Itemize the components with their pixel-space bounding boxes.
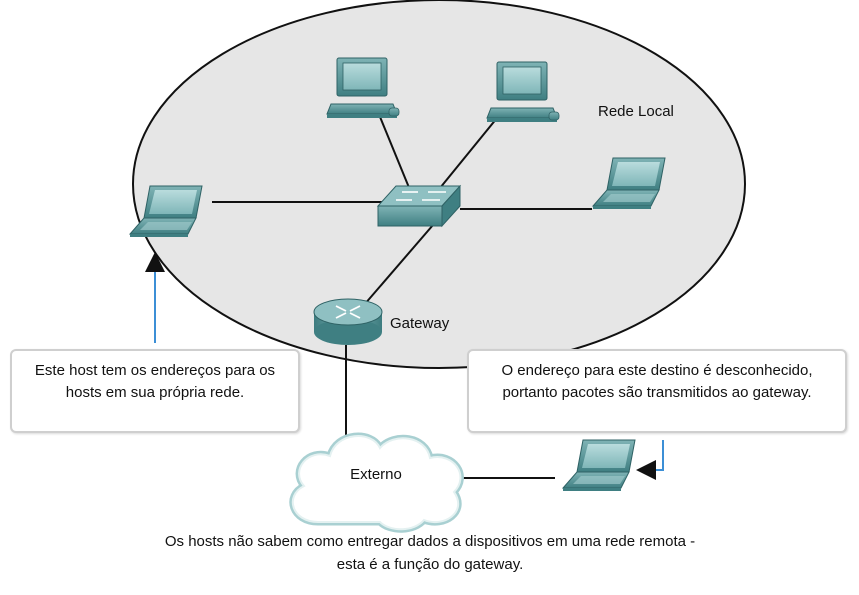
label-external: Externo [350,466,402,483]
callout-unknown-destination-text: O endereço para este destino é desconhec… [501,362,813,401]
diagram-caption: Os hosts não sabem como entregar dados a… [164,533,696,573]
callout-local-host: Este host tem os endereços para os hosts… [10,349,300,433]
callout-unknown-destination: O endereço para este destino é desconhec… [467,349,847,433]
cloud-icon [289,432,464,533]
laptop-icon [562,439,636,492]
network-links [212,111,592,479]
label-local-network: Rede Local [598,103,674,120]
switch-icon [376,184,462,228]
router-icon [313,298,383,345]
local-network-area [132,0,746,369]
label-gateway: Gateway [390,315,450,332]
callout-local-host-text: Este host tem os endereços para os hosts… [34,362,276,401]
pointer-lines [145,252,664,480]
